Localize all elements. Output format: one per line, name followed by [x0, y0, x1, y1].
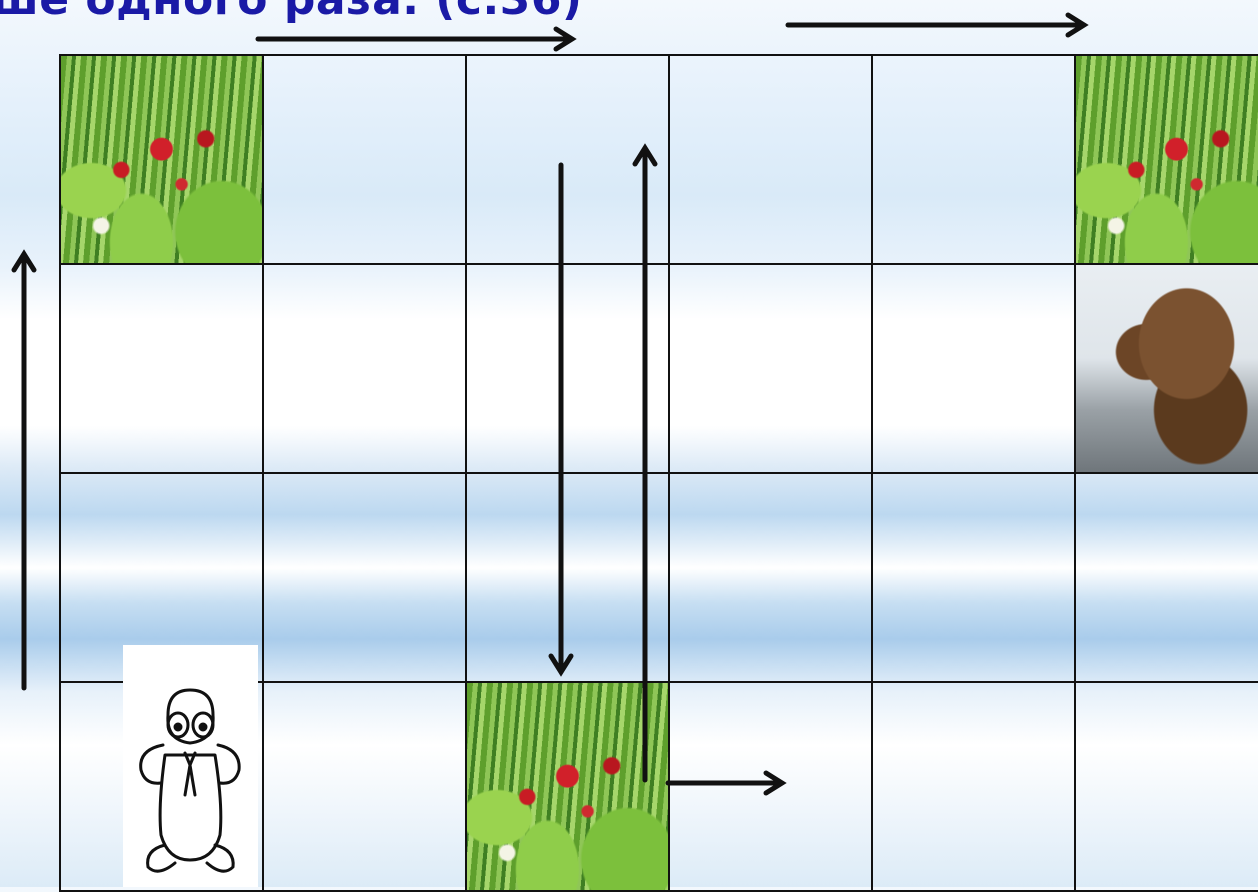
grid-cell[interactable] [465, 263, 670, 474]
grid-cell[interactable] [59, 263, 264, 474]
grid-cell[interactable] [668, 263, 873, 474]
grid-cell[interactable] [59, 54, 264, 265]
grid-cell[interactable] [262, 54, 467, 265]
robot-icon[interactable] [123, 645, 258, 887]
grid-cell[interactable] [262, 472, 467, 683]
grid-cell[interactable] [871, 681, 1076, 892]
arrow-right-icon [255, 26, 577, 52]
bear-icon [1077, 266, 1258, 471]
robot-drawing [139, 688, 241, 873]
grid-cell[interactable] [465, 681, 670, 892]
grid-cell[interactable] [668, 54, 873, 265]
grid-row [59, 54, 1258, 265]
grid-cell[interactable] [262, 263, 467, 474]
strawberry-icon [62, 57, 261, 262]
page-title: ше одного раза. (с.36) [0, 0, 583, 25]
game-grid [59, 54, 1258, 892]
grid-cell[interactable] [668, 681, 873, 892]
grid-cell[interactable] [871, 54, 1076, 265]
grid-cell[interactable] [1074, 54, 1258, 265]
grid-cell[interactable] [465, 54, 670, 265]
grid-cell[interactable] [262, 681, 467, 892]
grid-cell[interactable] [871, 472, 1076, 683]
grid-cell[interactable] [465, 472, 670, 683]
arrow-right-icon [785, 12, 1089, 38]
arrow-up-icon [11, 249, 37, 691]
grid-row [59, 263, 1258, 474]
grid-row [59, 472, 1258, 683]
strawberry-icon [1077, 57, 1258, 262]
grid-cell[interactable] [1074, 263, 1258, 474]
grid-cell[interactable] [1074, 472, 1258, 683]
grid-cell[interactable] [871, 263, 1076, 474]
strawberry-icon [468, 684, 667, 889]
grid-cell[interactable] [668, 472, 873, 683]
grid-cell[interactable] [1074, 681, 1258, 892]
